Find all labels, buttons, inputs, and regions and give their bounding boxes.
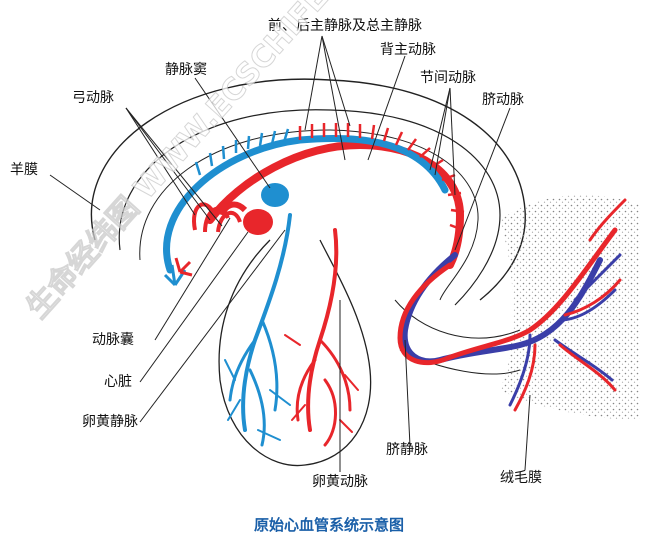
yolk-sac-outline bbox=[218, 239, 372, 467]
label-amnion: 羊膜 bbox=[10, 162, 38, 178]
figure-caption: 原始心血管系统示意图 bbox=[253, 516, 404, 534]
label-vitelline-vein: 卵黄静脉 bbox=[82, 414, 138, 430]
head-artery-tip bbox=[174, 257, 193, 277]
label-dorsal-aorta: 背主动脉 bbox=[380, 42, 436, 58]
label-venous-sinus: 静脉窦 bbox=[165, 62, 207, 78]
chorionic-villi-vessels bbox=[508, 198, 627, 412]
embryo-body-outline bbox=[118, 109, 501, 306]
label-intersegmental-artery: 节间动脉 bbox=[420, 70, 476, 86]
cardinal-veins bbox=[163, 135, 449, 274]
label-heart: 心脏 bbox=[104, 374, 132, 390]
label-vitelline-artery: 卵黄动脉 bbox=[312, 474, 368, 490]
intersegmental-arteries bbox=[298, 123, 465, 232]
label-umbilical-vein: 脐静脉 bbox=[386, 442, 428, 458]
vein-ticks bbox=[194, 128, 290, 176]
label-cardinal-veins: 前、后主静脉及总主静脉 bbox=[268, 18, 422, 34]
label-umbilical-artery: 脐动脉 bbox=[482, 92, 524, 108]
heart-shape bbox=[243, 209, 273, 235]
umbilical-stalk bbox=[394, 299, 521, 375]
label-chorion: 绒毛膜 bbox=[500, 470, 542, 486]
vitelline-vessels bbox=[224, 213, 359, 447]
label-aortic-sac: 动脉囊 bbox=[92, 332, 134, 348]
umbilical-artery-path bbox=[397, 227, 618, 366]
leader-lines bbox=[49, 35, 531, 472]
venous-sinus-shape bbox=[261, 183, 289, 207]
aortic-sac-shape bbox=[219, 201, 248, 217]
label-aortic-arches: 弓动脉 bbox=[72, 90, 114, 106]
